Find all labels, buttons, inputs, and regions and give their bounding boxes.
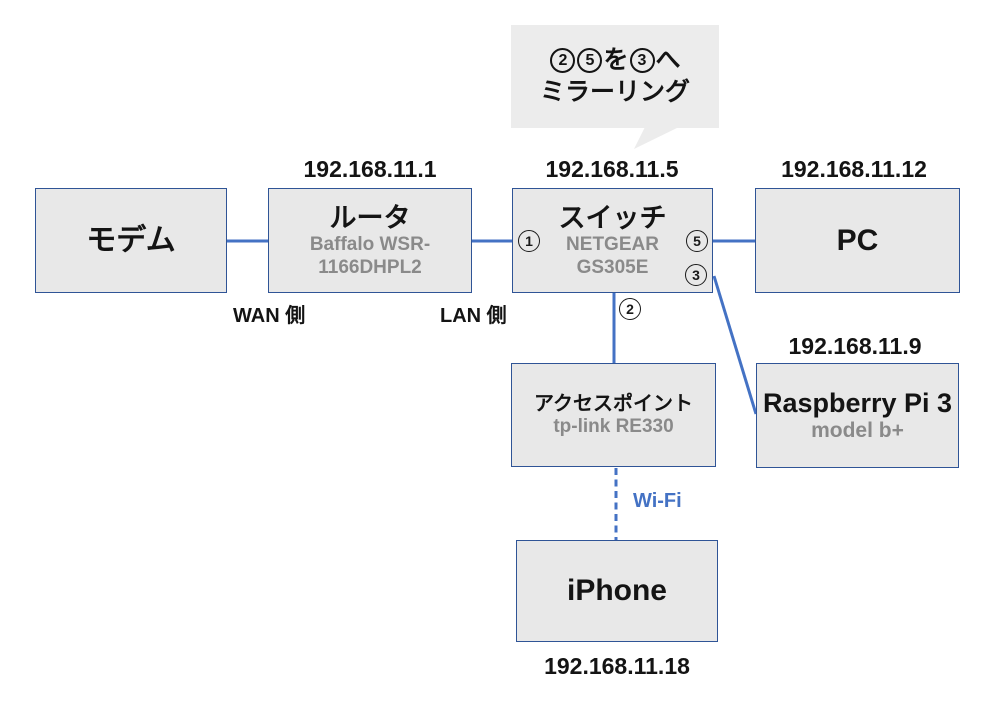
- node-modem: モデム: [35, 188, 227, 293]
- ip-label-pc: 192.168.11.12: [781, 156, 927, 182]
- pc-title: PC: [836, 223, 879, 257]
- node-iphone: iPhone: [516, 540, 718, 642]
- callout-port-5-badge: 5: [577, 48, 603, 74]
- lan-side-label: LAN 側: [440, 305, 507, 327]
- callout-joiner-text: を: [603, 46, 629, 74]
- iphone-title: iPhone: [566, 574, 667, 607]
- node-switch: スイッチ NETGEAR GS305E: [512, 188, 713, 293]
- node-access-point: アクセスポイント tp-link RE330: [511, 363, 716, 467]
- switch-model-line2: GS305E: [576, 256, 649, 278]
- router-model-line2: 1166DHPL2: [318, 256, 422, 278]
- router-title-text: ルータ: [329, 202, 411, 233]
- wan-side-label: WAN 側: [233, 305, 306, 327]
- switch-port-1-badge: 1: [518, 230, 540, 252]
- callout-line-1: 2 5 を 3 へ: [549, 46, 681, 75]
- ip-label-iphone: 192.168.11.18: [544, 653, 690, 679]
- node-pc: PC: [755, 188, 960, 293]
- raspberry-pi-title: Raspberry Pi 3: [762, 387, 953, 418]
- switch-port-3-badge: 3: [685, 264, 707, 286]
- router-model-line1: Baffalo WSR-: [309, 234, 431, 256]
- switch-port-5-badge: 5: [686, 230, 708, 252]
- link-switch-raspberrypi: [712, 275, 758, 415]
- ip-label-raspberry-pi: 192.168.11.9: [788, 333, 922, 359]
- ip-label-switch: 192.168.11.5: [545, 156, 679, 182]
- node-raspberry-pi: Raspberry Pi 3 model b+: [756, 363, 959, 468]
- node-router: ルータ Baffalo WSR- 1166DHPL2: [268, 188, 472, 293]
- modem-title: モデム: [86, 223, 176, 257]
- wifi-link-label: Wi-Fi: [633, 490, 682, 512]
- callout-suffix-text: へ: [655, 46, 681, 74]
- callout-line-2: ミラーリング: [539, 77, 690, 106]
- callout-port-3-badge: 3: [629, 48, 655, 74]
- callout-tail: [634, 127, 679, 149]
- access-point-model: tp-link RE330: [553, 415, 674, 437]
- switch-model-line1: NETGEAR: [566, 234, 659, 256]
- access-point-title: アクセスポイント: [534, 392, 693, 415]
- mirroring-callout: 2 5 を 3 へ ミラーリング: [511, 25, 719, 128]
- callout-port-2-badge: 2: [550, 48, 576, 74]
- ip-label-router: 192.168.11.1: [303, 156, 437, 182]
- switch-port-2-badge: 2: [619, 298, 641, 320]
- raspberry-pi-model: model b+: [811, 419, 904, 443]
- switch-title: スイッチ: [558, 202, 667, 233]
